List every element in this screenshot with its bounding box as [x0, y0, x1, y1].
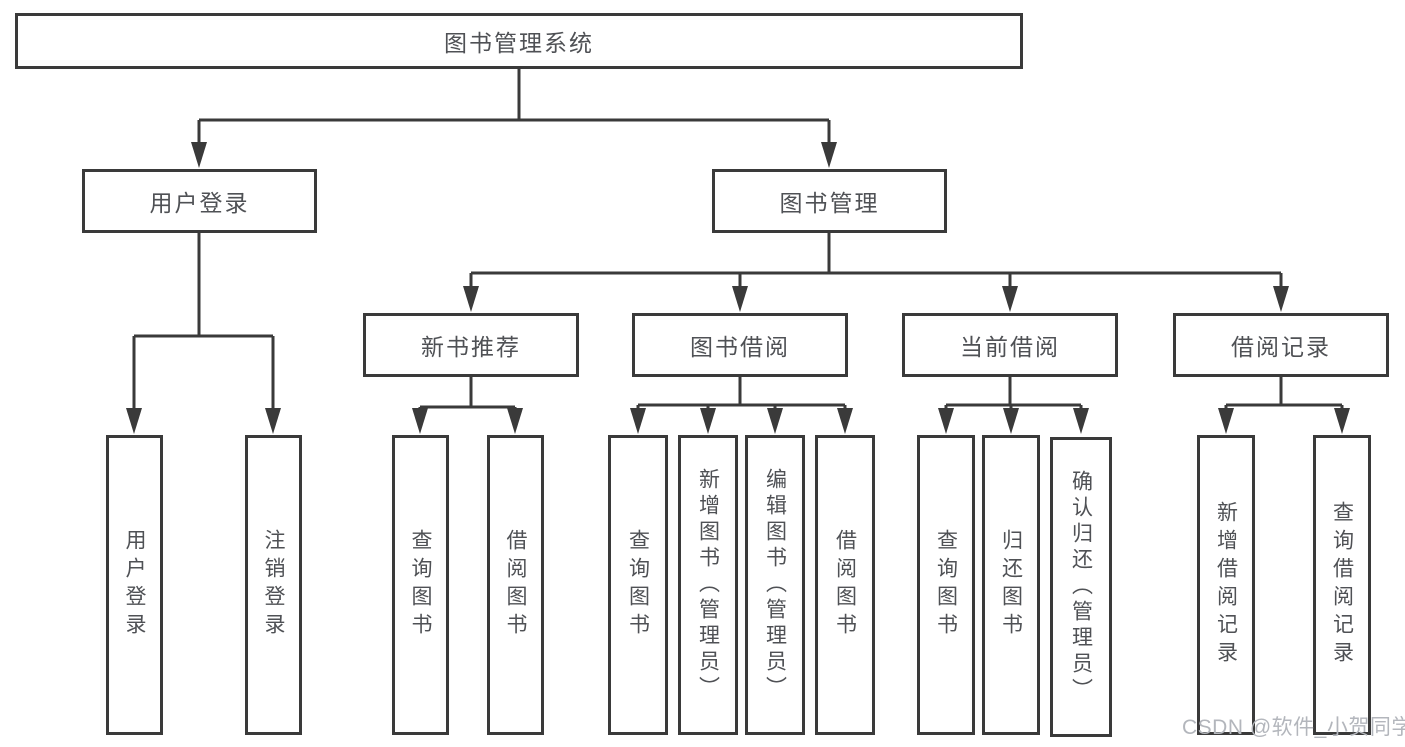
- leaf-query-books-recommend: 查询图书: [392, 435, 449, 735]
- leaf-query-borrow-record: 查询借阅记录: [1313, 435, 1371, 735]
- leaf-query-books-borrowing: 查询图书: [608, 435, 668, 735]
- leaf-user-login: 用户登录: [106, 435, 163, 735]
- leaf-add-borrow-record: 新增借阅记录: [1197, 435, 1255, 735]
- node-user-login: 用户登录: [82, 169, 317, 233]
- leaf-edit-books-admin: 编辑图书（管理员）: [745, 435, 805, 735]
- leaf-query-books-current: 查询图书: [917, 435, 975, 735]
- leaf-add-books-admin: 新增图书（管理员）: [678, 435, 738, 735]
- leaf-confirm-return-admin: 确认归还（管理员）: [1050, 437, 1112, 737]
- leaf-borrow-books-recommend: 借阅图书: [487, 435, 544, 735]
- node-book-management: 图书管理: [712, 169, 947, 233]
- arrowhead-icons: [126, 142, 1350, 434]
- watermark: CSDN @软件_小贺同学: [1182, 716, 1405, 739]
- leaf-logout-login: 注销登录: [245, 435, 302, 735]
- node-current-borrowing: 当前借阅: [902, 313, 1118, 377]
- node-borrowing-records: 借阅记录: [1173, 313, 1389, 377]
- node-new-book-recommendation: 新书推荐: [363, 313, 579, 377]
- node-book-borrowing: 图书借阅: [632, 313, 848, 377]
- node-library-management-system: 图书管理系统: [15, 13, 1023, 69]
- leaf-borrow-books-borrowing: 借阅图书: [815, 435, 875, 735]
- leaf-return-books: 归还图书: [982, 435, 1040, 735]
